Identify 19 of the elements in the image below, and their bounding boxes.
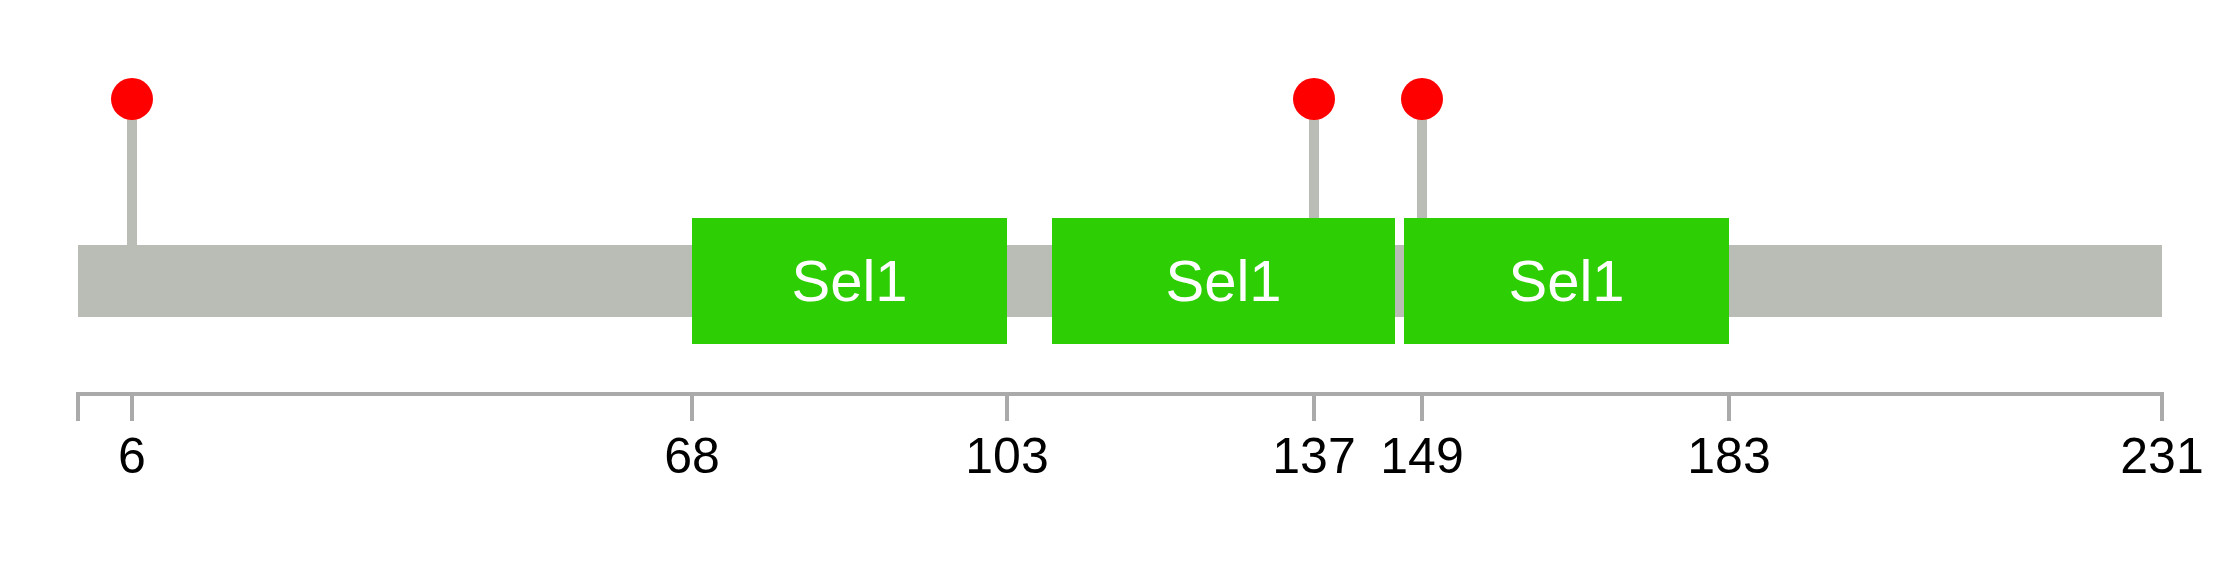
domain-label: Sel1 <box>1165 252 1282 310</box>
domain-block <box>692 218 1007 344</box>
stem-line <box>1309 120 1319 218</box>
domain-label: Sel1 <box>791 252 908 310</box>
stem-line <box>127 120 137 245</box>
dot-icon <box>111 78 153 120</box>
domain-block <box>1404 218 1729 344</box>
tick-label: 103 <box>965 431 1049 481</box>
tick-label: 183 <box>1687 431 1771 481</box>
dot-icon <box>1401 78 1443 120</box>
tick-label: 231 <box>2120 431 2204 481</box>
tick-label: 137 <box>1272 431 1356 481</box>
tick-label: 68 <box>664 431 720 481</box>
dot-icon <box>1293 78 1335 120</box>
tick-label: 6 <box>118 431 146 481</box>
domain-block <box>1052 218 1395 344</box>
domain-label: Sel1 <box>1508 252 1625 310</box>
tick-label: 149 <box>1380 431 1464 481</box>
stem-line <box>1417 120 1427 218</box>
